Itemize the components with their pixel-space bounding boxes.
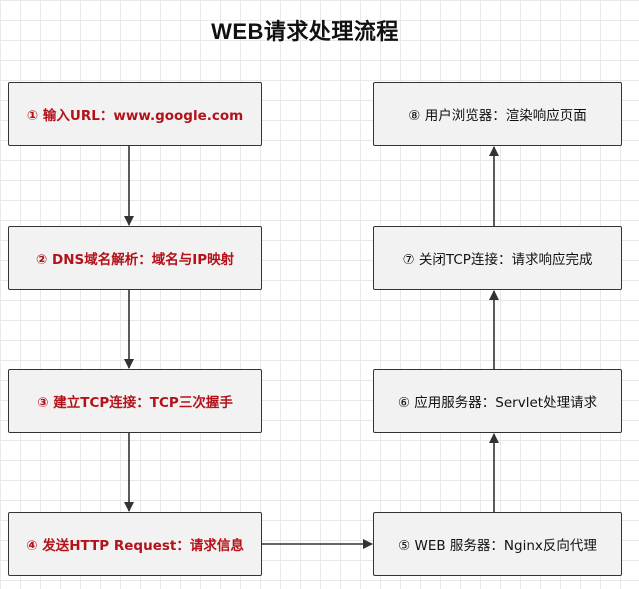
step-5-label: ⑤ WEB 服务器：Nginx反向代理 [398, 538, 597, 554]
step-7-close-tcp: ⑦ 关闭TCP连接：请求响应完成 [373, 226, 622, 290]
step-4-label: ④ 发送HTTP Request：请求信息 [26, 538, 244, 554]
step-6-label: ⑥ 应用服务器：Servlet处理请求 [397, 395, 598, 411]
step-2-label: ② DNS域名解析：域名与IP映射 [35, 252, 235, 268]
step-1-label: ① 输入URL：www.google.com [26, 108, 244, 124]
step-2-dns-resolve: ② DNS域名解析：域名与IP映射 [8, 226, 262, 290]
step-5-web-server: ⑤ WEB 服务器：Nginx反向代理 [373, 512, 622, 576]
step-3-tcp-connect: ③ 建立TCP连接：TCP三次握手 [8, 369, 262, 433]
step-4-send-request: ④ 发送HTTP Request：请求信息 [8, 512, 262, 576]
step-7-label: ⑦ 关闭TCP连接：请求响应完成 [402, 252, 593, 268]
step-6-app-server: ⑥ 应用服务器：Servlet处理请求 [373, 369, 622, 433]
step-8-browser-render: ⑧ 用户浏览器：渲染响应页面 [373, 82, 622, 146]
step-8-label: ⑧ 用户浏览器：渲染响应页面 [408, 108, 587, 124]
step-3-label: ③ 建立TCP连接：TCP三次握手 [37, 395, 233, 411]
diagram-title: WEB请求处理流程 [211, 19, 399, 44]
step-1-enter-url: ① 输入URL：www.google.com [8, 82, 262, 146]
